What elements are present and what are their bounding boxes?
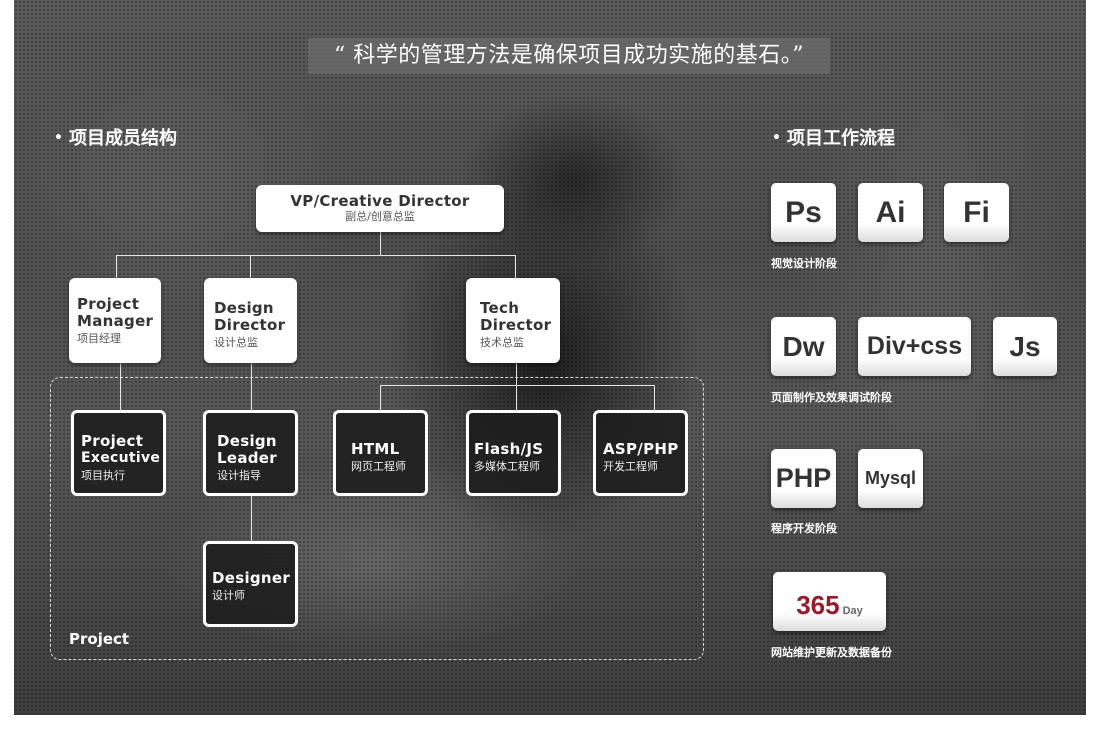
dl-subtitle: 设计指导 bbox=[217, 469, 261, 482]
days-number: 365 bbox=[796, 590, 840, 620]
connector-line bbox=[516, 363, 517, 411]
connector-line bbox=[380, 232, 381, 256]
mysql-icon: Mysql bbox=[858, 449, 923, 508]
javascript-icon: Js bbox=[993, 317, 1057, 376]
pe-subtitle: 项目执行 bbox=[81, 469, 125, 482]
td-subtitle: 技术总监 bbox=[480, 336, 524, 349]
pm-title-line2: Manager bbox=[77, 312, 154, 330]
stage3-label: 程序开发阶段 bbox=[771, 522, 837, 535]
connector-line bbox=[120, 363, 121, 411]
dl-title-line1: Design bbox=[217, 432, 277, 450]
flash-subtitle: 多媒体工程师 bbox=[474, 460, 540, 473]
org-section-title: • 项目成员结构 bbox=[54, 124, 177, 150]
flow-section-title: • 项目工作流程 bbox=[772, 124, 895, 150]
pm-title-line1: Project bbox=[77, 295, 140, 313]
quote-banner: “ 科学的管理方法是确保项目成功实施的基石。” bbox=[308, 38, 830, 74]
flow-title-text: 项目工作流程 bbox=[786, 128, 895, 149]
flash-title: Flash/JS bbox=[474, 440, 544, 458]
asp-title: ASP/PHP bbox=[603, 440, 679, 458]
project-label: Project bbox=[69, 630, 130, 648]
stage1-label: 视觉设计阶段 bbox=[771, 257, 837, 270]
tech-director-box: Tech Director 技术总监 bbox=[466, 278, 560, 363]
connector-line bbox=[116, 255, 516, 256]
fireworks-icon: Fi bbox=[944, 183, 1009, 242]
td-title-line1: Tech bbox=[480, 299, 520, 317]
flash-js-engineer-box: Flash/JS 多媒体工程师 bbox=[466, 410, 561, 496]
vp-subtitle: 副总/创意总监 bbox=[345, 210, 415, 223]
design-leader-box: Design Leader 设计指导 bbox=[203, 410, 298, 496]
vp-title: VP/Creative Director bbox=[290, 192, 470, 210]
project-executive-box: Project Executive 项目执行 bbox=[71, 410, 166, 496]
php-icon: PHP bbox=[771, 449, 836, 508]
dd-subtitle: 设计总监 bbox=[214, 336, 258, 349]
div-css-icon: Div+css bbox=[858, 317, 971, 376]
illustrator-icon: Ai bbox=[858, 183, 923, 242]
project-frame bbox=[50, 377, 704, 660]
td-title-line2: Director bbox=[480, 316, 552, 334]
project-manager-box: Project Manager 项目经理 bbox=[69, 278, 161, 363]
dd-title-line2: Director bbox=[214, 316, 286, 334]
designer-subtitle: 设计师 bbox=[212, 589, 245, 602]
designer-box: Designer 设计师 bbox=[203, 541, 298, 627]
photoshop-icon: Ps bbox=[771, 183, 836, 242]
connector-line bbox=[380, 385, 381, 411]
connector-line bbox=[251, 494, 252, 542]
connector-line bbox=[116, 255, 117, 279]
stage4-label: 网站维护更新及数据备份 bbox=[771, 646, 892, 659]
dd-title-line1: Design bbox=[214, 299, 274, 317]
pe-title-line2: Executive bbox=[81, 450, 161, 466]
bullet-icon: • bbox=[54, 130, 63, 146]
asp-subtitle: 开发工程师 bbox=[603, 460, 658, 473]
html-subtitle: 网页工程师 bbox=[351, 460, 406, 473]
vp-creative-director-box: VP/Creative Director 副总/创意总监 bbox=[256, 185, 504, 232]
connector-line bbox=[380, 385, 654, 386]
days-unit: Day bbox=[842, 605, 863, 617]
connector-line bbox=[251, 363, 252, 411]
org-title-text: 项目成员结构 bbox=[68, 128, 177, 149]
background-photo: “ 科学的管理方法是确保项目成功实施的基石。” •项目成员结构 •项目工作流程 … bbox=[14, 0, 1086, 715]
dreamweaver-icon: Dw bbox=[771, 317, 836, 376]
html-engineer-box: HTML 网页工程师 bbox=[333, 410, 428, 496]
design-director-box: Design Director 设计总监 bbox=[204, 278, 297, 363]
bullet-icon: • bbox=[772, 130, 781, 146]
connector-line bbox=[515, 255, 516, 279]
pm-subtitle: 项目经理 bbox=[77, 332, 121, 345]
stage2-label: 页面制作及效果调试阶段 bbox=[771, 391, 892, 404]
dl-title-line2: Leader bbox=[217, 449, 277, 467]
pe-title-line1: Project bbox=[81, 432, 144, 450]
connector-line bbox=[250, 255, 251, 279]
designer-title: Designer bbox=[212, 569, 291, 587]
html-title: HTML bbox=[351, 440, 400, 458]
connector-line bbox=[654, 385, 655, 411]
asp-php-engineer-box: ASP/PHP 开发工程师 bbox=[593, 410, 688, 496]
